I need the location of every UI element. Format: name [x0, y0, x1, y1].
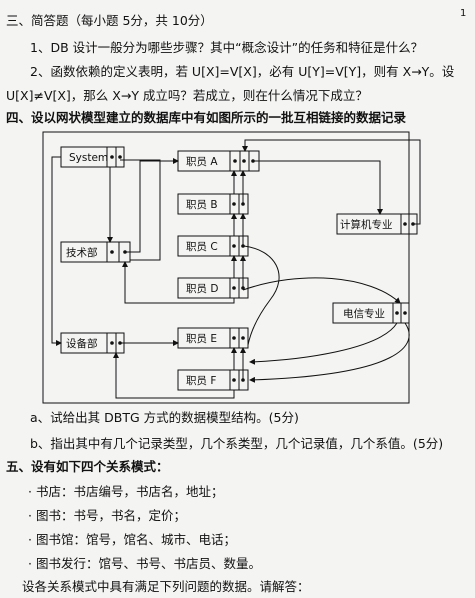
question-4b: b、指出其中有几个记录类型，几个系类型，几个记录值，几个系值。(5分) [30, 436, 444, 451]
label-b: 职员 B [186, 199, 218, 211]
label-f: 职员 F [186, 375, 216, 387]
label-jsj: 计算机专业 [340, 218, 393, 231]
label-sbb: 设备部 [66, 337, 98, 350]
relation-item: · 图书发行：馆号、书号、书店员、数量。 [28, 556, 261, 571]
section-4-title: 四、设以网状模型建立的数据库中有如图所示的一批互相链接的数据记录 [6, 110, 407, 125]
label-system: System [69, 152, 108, 164]
question-3-1: 1、DB 设计一般分为哪些步骤？其中“概念设计”的任务和特征是什么？ [30, 40, 424, 55]
label-jsb: 技术部 [66, 246, 98, 259]
label-e: 职员 E [186, 333, 217, 345]
question-4a: a、试给出其 DBTG 方式的数据模型结构。(5分) [30, 410, 299, 425]
label-c: 职员 C [186, 241, 218, 253]
question-3-2-line1: 2、函数依赖的定义表明，若 U[X]=V[X]，必有 U[Y]=V[Y]，则有 … [30, 64, 455, 79]
closing-instruction: 设各关系模式中具有满足下列问题的数据。请解答： [22, 579, 310, 594]
relation-item: · 图书：书号，书名，定价； [28, 508, 186, 523]
section-5-title: 五、设有如下四个关系模式： [6, 459, 169, 474]
label-a: 职员 A [186, 156, 218, 168]
page-number: 1 [460, 8, 467, 19]
label-d: 职员 D [186, 283, 218, 295]
relation-item: · 书店：书店编号，书店名，地址； [28, 484, 224, 499]
relation-item: · 图书馆：馆号，馆名、城市、电话； [28, 532, 236, 547]
label-dx: 电信专业 [343, 307, 385, 320]
question-3-2-line2: U[X]≠V[X]，那么 X→Y 成立吗？若成立，则在什么情况下成立？ [6, 88, 368, 103]
diagram-frame [42, 131, 410, 404]
section-3-title: 三、简答题（每小题 5分，共 10分） [6, 13, 213, 28]
